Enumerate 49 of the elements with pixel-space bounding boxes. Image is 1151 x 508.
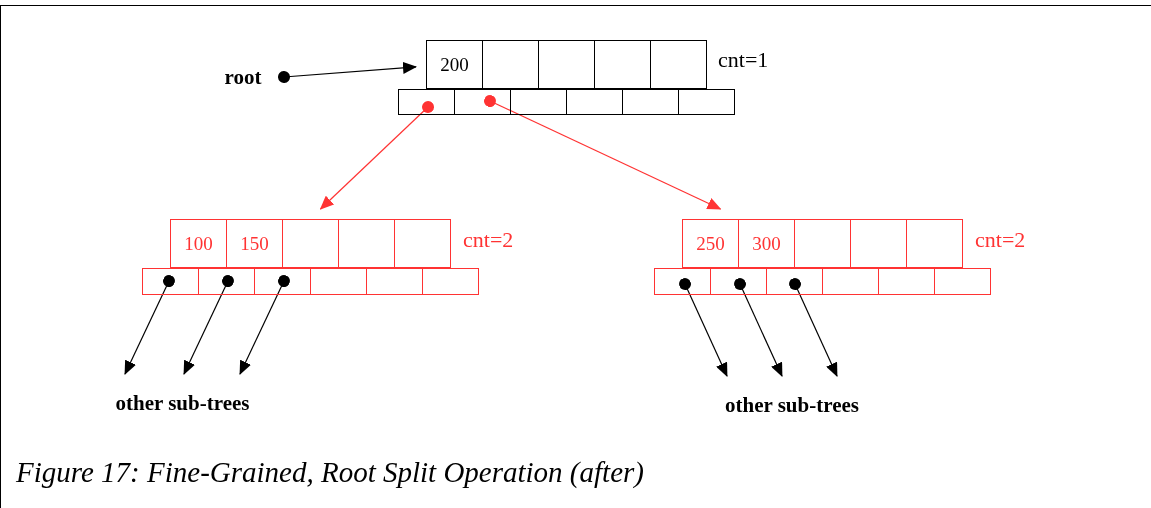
key-cell: 200: [426, 40, 483, 89]
pointer-cell: [198, 268, 255, 295]
arrow: [183, 275, 234, 375]
pointer-cell: [678, 89, 735, 115]
key-cell: [282, 219, 339, 268]
key-cell: [906, 219, 963, 268]
arrow: [484, 95, 722, 210]
pointer-cell: [366, 268, 423, 295]
key-cell: [594, 40, 651, 89]
key-cell: [794, 219, 851, 268]
count-label: cnt=2: [975, 227, 1026, 253]
pointer-cell: [566, 89, 623, 115]
arrow: [734, 278, 783, 377]
pointer-cell: [766, 268, 823, 295]
key-cell: [538, 40, 595, 89]
pointer-cell: [710, 268, 767, 295]
pointer-cell: [254, 268, 311, 295]
key-cell: [650, 40, 707, 89]
key-cell: [394, 219, 451, 268]
pointer-cell: [454, 89, 511, 115]
key-cell: [338, 219, 395, 268]
pointer-cell: [398, 89, 455, 115]
arrow: [679, 278, 728, 377]
pointer-cell: [654, 268, 711, 295]
arrow: [278, 61, 417, 83]
key-cell: 250: [682, 219, 739, 268]
root-label: root: [215, 62, 271, 92]
arrow: [789, 278, 838, 377]
pointer-cell: [934, 268, 991, 295]
arrow: [239, 275, 290, 375]
pointer-cell: [878, 268, 935, 295]
pointer-cell: [422, 268, 479, 295]
pointer-cell: [310, 268, 367, 295]
key-cell: 300: [738, 219, 795, 268]
count-label: cnt=2: [463, 227, 514, 253]
pointer-cell: [142, 268, 199, 295]
key-cell: [482, 40, 539, 89]
key-cell: 100: [170, 219, 227, 268]
figure-caption: Figure 17: Fine-Grained, Root Split Operation (after): [16, 456, 644, 489]
subtree-label: other sub-trees: [100, 390, 265, 416]
pointer-cell: [822, 268, 879, 295]
key-cell: [850, 219, 907, 268]
pointer-cell: [622, 89, 679, 115]
arrow: [124, 275, 175, 375]
subtree-label: other sub-trees: [708, 392, 876, 418]
pointer-cell: [510, 89, 567, 115]
key-cell: 150: [226, 219, 283, 268]
arrow: [319, 101, 434, 210]
count-label: cnt=1: [718, 47, 769, 73]
